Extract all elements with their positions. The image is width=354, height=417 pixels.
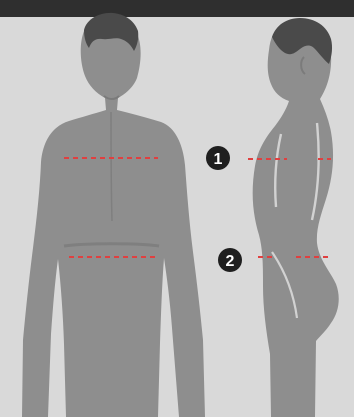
side-body-outline	[253, 19, 339, 417]
chest-marker: 1	[206, 146, 230, 170]
chest-marker-label: 1	[214, 151, 223, 168]
waist-marker: 2	[218, 248, 242, 272]
side-body-silhouette	[253, 18, 339, 417]
waist-marker-label: 2	[226, 253, 235, 270]
front-body-outline	[22, 15, 205, 417]
front-body-silhouette	[22, 13, 205, 417]
